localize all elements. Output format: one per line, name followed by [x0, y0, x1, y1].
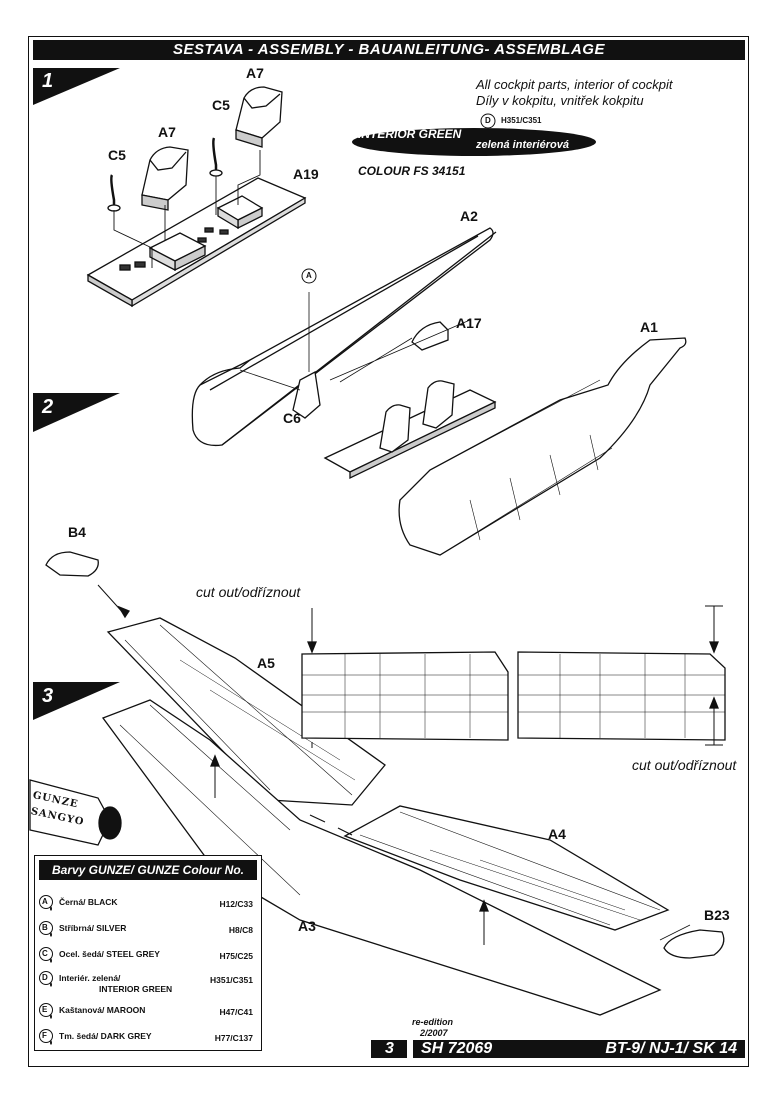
step1-paint-code: H351/C351: [501, 116, 542, 125]
legend-title: Barvy GUNZE/ GUNZE Colour No.: [39, 860, 257, 880]
step2-drawing: [191, 227, 687, 556]
paint-drop-icon: [39, 971, 53, 987]
legend-badge: B: [42, 923, 48, 932]
legend-badge: A: [42, 897, 48, 906]
re-edition-date: 2/2007: [420, 1028, 448, 1038]
paint-badge-circle-d: [480, 113, 496, 129]
legend-name: Kaštanová/ MAROON: [59, 1005, 146, 1015]
legend-badge: C: [42, 949, 48, 958]
legend-code: H12/C33: [219, 899, 253, 909]
part-c5-left: C5: [108, 147, 126, 163]
legend-row: F Tm. šedá/ DARK GREY H77/C137: [39, 1026, 257, 1050]
legend-row: E Kaštanová/ MAROON H47/C41: [39, 1000, 257, 1024]
page-number: 3: [385, 1040, 394, 1057]
part-a2: A2: [460, 208, 478, 224]
colour-legend: Barvy GUNZE/ GUNZE Colour No. A Černá/ B…: [34, 855, 262, 1051]
gunze-logo-shape: [29, 779, 122, 846]
legend-name: Ocel. šedá/ STEEL GREY: [59, 949, 160, 959]
paint-drop-icon: [39, 895, 53, 911]
footer-separator: [407, 1040, 413, 1058]
part-a7-right: A7: [246, 65, 264, 81]
legend-name: Interiér. zelená/: [59, 973, 121, 983]
step-1-number: 1: [42, 70, 54, 92]
part-a3: A3: [298, 918, 316, 934]
step1-paint-badge: D: [485, 116, 491, 125]
legend-name: Černá/ BLACK: [59, 897, 118, 907]
interior-green-swatch: [352, 128, 596, 156]
step-1-marker: [33, 68, 120, 105]
part-a17: A17: [456, 315, 482, 331]
part-b23: B23: [704, 907, 730, 923]
legend-name: Tm. šedá/ DARK GREY: [59, 1031, 152, 1041]
colour-label-cz: zelená interiérová: [476, 139, 569, 151]
colour-fs: COLOUR FS 34151: [358, 164, 466, 178]
part-a1: A1: [640, 319, 658, 335]
legend-code: H47/C41: [219, 1007, 253, 1017]
cut-out-top-label: cut out/odříznout: [196, 584, 301, 600]
re-edition-label: re-edition: [412, 1017, 454, 1027]
page-border: [28, 36, 749, 1067]
legend-name-line2: INTERIOR GREEN: [99, 984, 173, 994]
part-a4: A4: [548, 826, 566, 842]
legend-badge: E: [42, 1005, 48, 1014]
step-3-marker: [33, 682, 120, 720]
step-3-number: 3: [42, 685, 54, 707]
legend-code: H8/C8: [228, 925, 253, 935]
part-a7-left: A7: [158, 124, 176, 140]
colour-label-en: INTERIOR GREEN: [358, 127, 462, 141]
step1-note-line1: All cockpit parts, interior of cockpit: [476, 77, 673, 92]
step2-paint-badge: A: [306, 271, 312, 280]
part-c6: C6: [283, 410, 301, 426]
legend-badge: D: [42, 973, 48, 982]
step3-drawing: [45, 551, 726, 1016]
step-2-marker: [33, 393, 120, 432]
cut-out-bottom-label: cut out/odříznout: [632, 757, 737, 773]
paint-drop-icon: [39, 947, 53, 963]
legend-row: C Ocel. šedá/ STEEL GREY H75/C25: [39, 944, 257, 968]
paint-badge-circle-a: [301, 268, 317, 284]
step-2-number: 2: [42, 396, 54, 418]
kit-code: SH 72069: [421, 1040, 493, 1057]
part-a5: A5: [257, 655, 275, 671]
paint-drop-icon: [39, 921, 53, 937]
footer-bar: 3 SH 72069 BT-9/ NJ-1/ SK 14: [371, 1040, 745, 1058]
model-name: BT-9/ NJ-1/ SK 14: [605, 1040, 737, 1057]
part-c5-right: C5: [212, 97, 230, 113]
legend-code: H351/C351: [209, 975, 253, 985]
legend-row: A Černá/ BLACK H12/C33: [39, 892, 257, 916]
legend-row: D Interiér. zelená/ INTERIOR GREEN H351/…: [39, 968, 257, 996]
paint-drop-icon: [39, 1003, 53, 1019]
legend-row: B Stříbrná/ SILVER H8/C8: [39, 918, 257, 942]
legend-code: H75/C25: [219, 951, 253, 961]
legend-code: H77/C137: [214, 1033, 253, 1043]
page-title: SESTAVA - ASSEMBLY - BAUANLEITUNG- ASSEM…: [33, 40, 745, 60]
step1-note-line2: Díly v kokpitu, vnitřek kokpitu: [476, 93, 644, 108]
legend-badge: F: [42, 1031, 47, 1040]
step1-drawing: [86, 86, 307, 308]
legend-name: Stříbrná/ SILVER: [59, 923, 127, 933]
part-b4: B4: [68, 524, 86, 540]
paint-drop-icon: [39, 1029, 53, 1045]
part-a19: A19: [293, 166, 319, 182]
